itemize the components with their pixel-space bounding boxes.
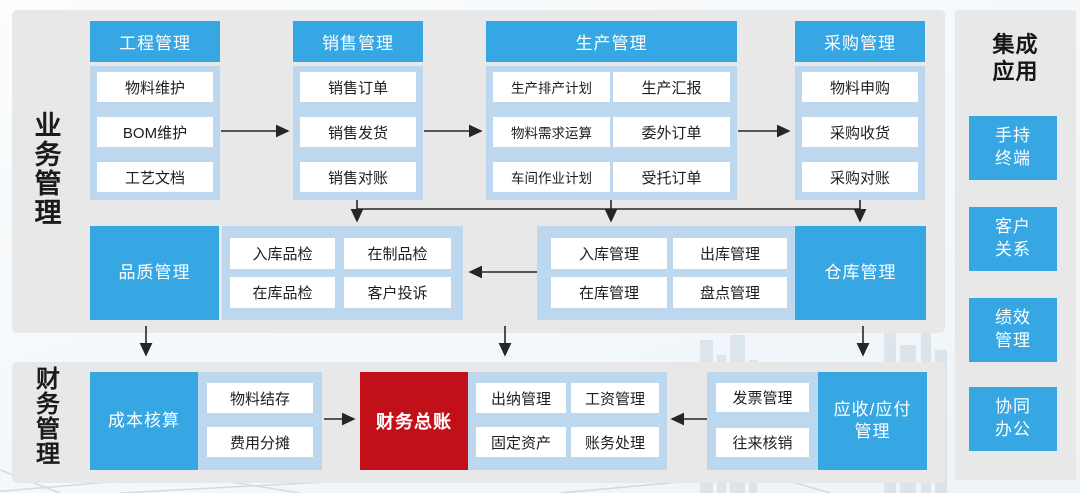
module-item: 工艺文档: [97, 162, 213, 192]
module-item: 生产排产计划: [493, 72, 610, 102]
module-item: 物料申购: [802, 72, 918, 102]
ar-ap-label-line1: 应收/应付: [833, 399, 912, 419]
module-item: 出库管理: [673, 238, 787, 269]
module-item: 入库管理: [551, 238, 667, 269]
invoice-items-container: 发票管理 往来核销: [707, 372, 818, 470]
module-item: 盘点管理: [673, 277, 787, 308]
engineering-body: 物料维护 BOM维护 工艺文档: [90, 66, 220, 200]
ar-ap-label-line2: 管理: [854, 422, 891, 441]
integration-title: 集成 应用: [992, 32, 1039, 84]
module-item: 客户投诉: [344, 277, 451, 308]
app-handheld-terminal: 手持 终端: [969, 116, 1057, 180]
purchasing-body: 物料申购 采购收货 采购对账: [795, 66, 925, 200]
ledger-items-container: 出纳管理 工资管理 固定资产 账务处理: [468, 372, 667, 470]
app-collaborative-office: 协同 办公: [969, 387, 1057, 451]
module-item: 在制品检: [344, 238, 451, 269]
module-item: 在库管理: [551, 277, 667, 308]
module-item: 生产汇报: [613, 72, 730, 102]
module-engineering: 工程管理 物料维护 BOM维护 工艺文档: [90, 21, 220, 200]
module-item: 物料需求运算: [493, 117, 610, 147]
module-item: 物料结存: [207, 383, 313, 413]
module-item: 销售对账: [300, 162, 416, 192]
ar-ap-management-box: 应收/应付 管理: [818, 372, 927, 470]
module-item: 往来核销: [716, 428, 809, 457]
engineering-header: 工程管理: [90, 21, 220, 62]
module-purchasing: 采购管理 物料申购 采购收货 采购对账: [795, 21, 925, 200]
production-body: 生产排产计划 物料需求运算 车间作业计划 生产汇报 委外订单 受托订单: [486, 66, 737, 200]
business-section-label: 业务管理: [34, 111, 62, 228]
module-item: 采购收货: [802, 117, 918, 147]
module-item: 入库品检: [230, 238, 335, 269]
production-header: 生产管理: [486, 21, 737, 62]
app-customer-relations: 客户 关系: [969, 207, 1057, 271]
warehouse-items-container: 入库管理 出库管理 在库管理 盘点管理: [537, 226, 795, 320]
finance-section-label: 财务管理: [36, 366, 60, 468]
sales-header: 销售管理: [293, 21, 423, 62]
module-item: 采购对账: [802, 162, 918, 192]
module-item: 出纳管理: [476, 383, 566, 413]
cost-accounting-box: 成本核算: [90, 372, 198, 470]
module-item: 发票管理: [716, 383, 809, 412]
module-item: 工资管理: [571, 383, 659, 413]
module-item: 物料维护: [97, 72, 213, 102]
module-item: 车间作业计划: [493, 162, 610, 192]
module-item: BOM维护: [97, 117, 213, 147]
app-performance-management: 绩效 管理: [969, 298, 1057, 362]
module-item: 在库品检: [230, 277, 335, 308]
module-sales: 销售管理 销售订单 销售发货 销售对账: [293, 21, 423, 200]
general-ledger-box: 财务总账: [360, 372, 468, 470]
warehouse-management-box: 仓库管理: [795, 226, 926, 320]
module-item: 销售发货: [300, 117, 416, 147]
module-item: 固定资产: [476, 427, 566, 457]
module-production: 生产管理 生产排产计划 物料需求运算 车间作业计划 生产汇报 委外订单 受托订单: [486, 21, 737, 200]
module-item: 销售订单: [300, 72, 416, 102]
module-item: 受托订单: [613, 162, 730, 192]
quality-management-box: 品质管理: [90, 226, 219, 320]
purchasing-header: 采购管理: [795, 21, 925, 62]
module-item: 账务处理: [571, 427, 659, 457]
cost-items-container: 物料结存 费用分摊: [198, 372, 322, 470]
quality-items-container: 入库品检 在制品检 在库品检 客户投诉: [222, 226, 463, 320]
sales-body: 销售订单 销售发货 销售对账: [293, 66, 423, 200]
module-item: 费用分摊: [207, 427, 313, 457]
module-item: 委外订单: [613, 117, 730, 147]
